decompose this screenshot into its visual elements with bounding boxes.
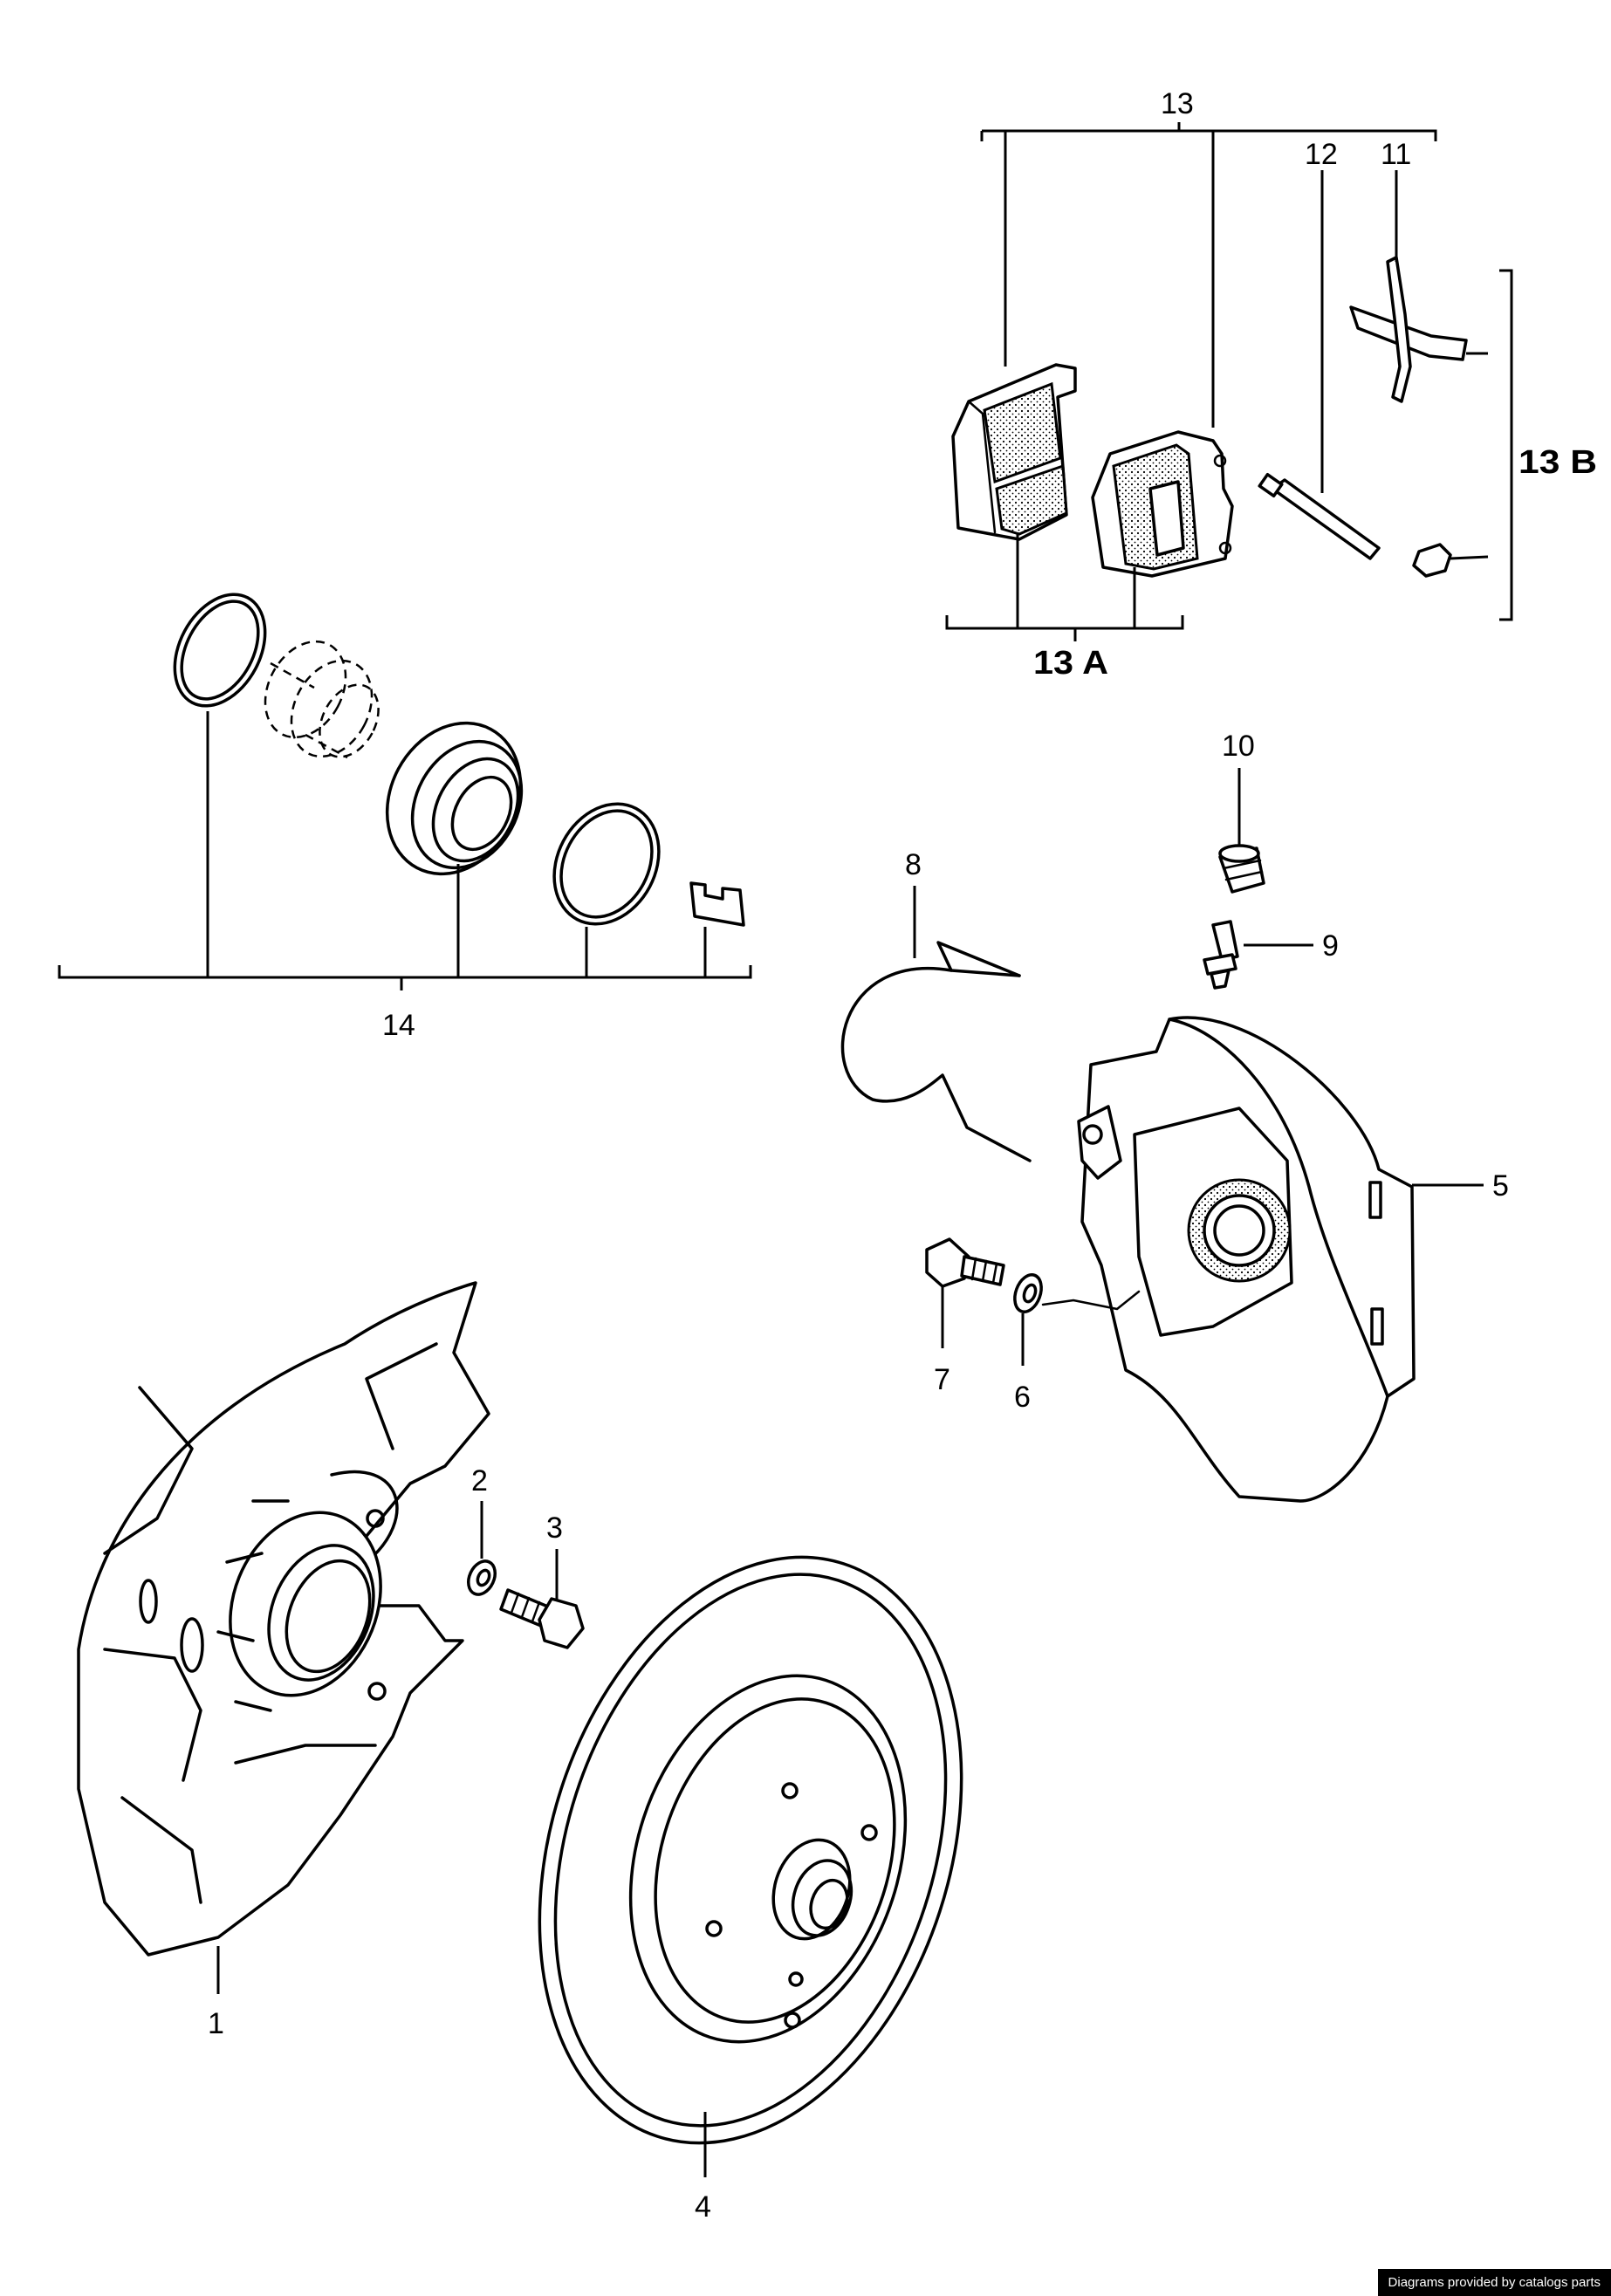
callout-12: 12 [1305,138,1338,171]
seal-kit [58,593,752,990]
retaining-ring [552,802,661,926]
brake-pad-outer [951,363,1077,541]
brake-pad-set [945,122,1513,641]
callout-13a: 13 A [1033,645,1108,682]
piston-dashed [264,640,380,759]
caliper-bolt [925,1237,1005,1348]
callout-7: 7 [934,1363,950,1396]
retaining-pin [1258,170,1381,560]
pin-clip [1412,543,1489,578]
callout-2: 2 [471,1464,488,1498]
brake-caliper [1041,1016,1484,1503]
spacer-clip [689,881,745,927]
o-ring [173,593,267,708]
bleeder-valve [1203,920,1313,990]
brake-disc [538,1555,963,2177]
callout-9: 9 [1322,929,1339,963]
dust-boot [385,721,524,876]
callout-labels: 1 2 3 4 5 6 7 8 9 10 11 12 13 13 A 13 B … [208,87,1597,2224]
callout-3: 3 [546,1511,563,1545]
callout-6: 6 [1014,1381,1031,1414]
bleeder-cap [1218,768,1265,894]
callout-5: 5 [1492,1169,1509,1203]
callout-13: 13 [1161,87,1194,120]
callout-14: 14 [382,1009,415,1042]
brake-pad-inner [1091,430,1234,578]
splash-shield [77,1281,490,1994]
callout-8: 8 [905,848,922,881]
shield-washer [467,1501,497,1596]
callout-13b: 13 B [1518,444,1597,481]
callout-4: 4 [695,2190,711,2224]
callout-1: 1 [208,2007,224,2040]
callout-10: 10 [1222,730,1255,763]
cross-spring [1349,170,1488,403]
caliper-spring [840,886,1032,1162]
watermark-credit: Diagrams provided by catalogs parts [1377,2269,1611,2296]
caliper-washer [1013,1273,1043,1366]
callout-11: 11 [1381,138,1411,171]
shield-bolt [499,1549,585,1649]
